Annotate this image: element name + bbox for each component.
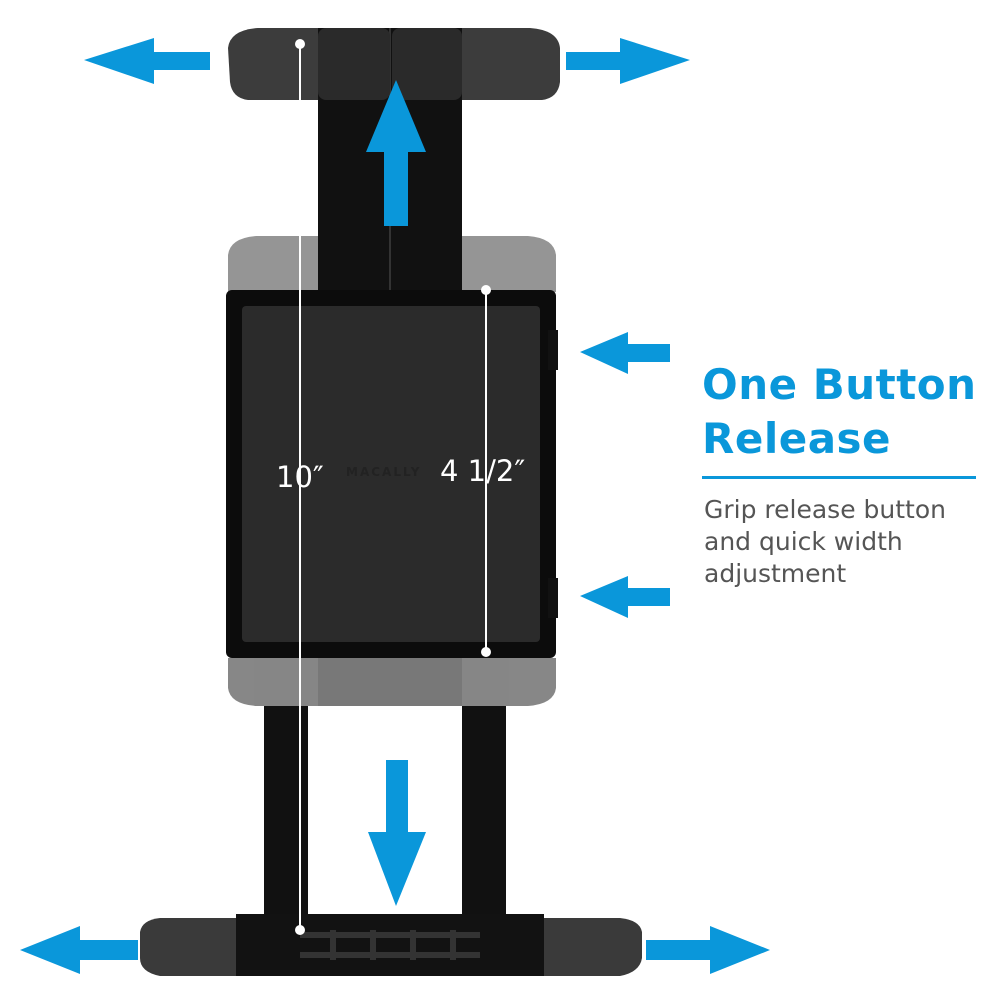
arrow-icon [646,926,770,974]
arrow-icon [20,926,138,974]
feature-heading: One Button Release [702,358,977,466]
bottom-clamp [140,914,642,976]
width-dimension-line [481,285,491,657]
arrow-icon [84,38,210,84]
height-label: 10″ [276,460,324,494]
feature-heading-line: Release [702,414,892,463]
feature-description-line: and quick width [704,527,903,556]
height-dimension-line [295,39,305,935]
arrow-icon [580,576,670,618]
arrow-icon [368,760,426,906]
arrow-icon [566,38,690,84]
arrow-icon [580,332,670,374]
feature-heading-line: One Button [702,360,977,409]
arrow-icon [366,80,426,226]
width-label: 4 1/2″ [440,454,526,488]
heading-divider [702,476,976,479]
brand-logo-text: MACALLY [346,465,422,479]
middle-top-grip [228,236,556,292]
feature-description: Grip release button and quick width adju… [704,494,946,590]
top-clamp [228,28,560,290]
feature-description-line: adjustment [704,559,847,588]
mount-body [226,290,558,658]
feature-description-line: Grip release button [704,495,946,524]
middle-bottom-grip [228,658,556,706]
